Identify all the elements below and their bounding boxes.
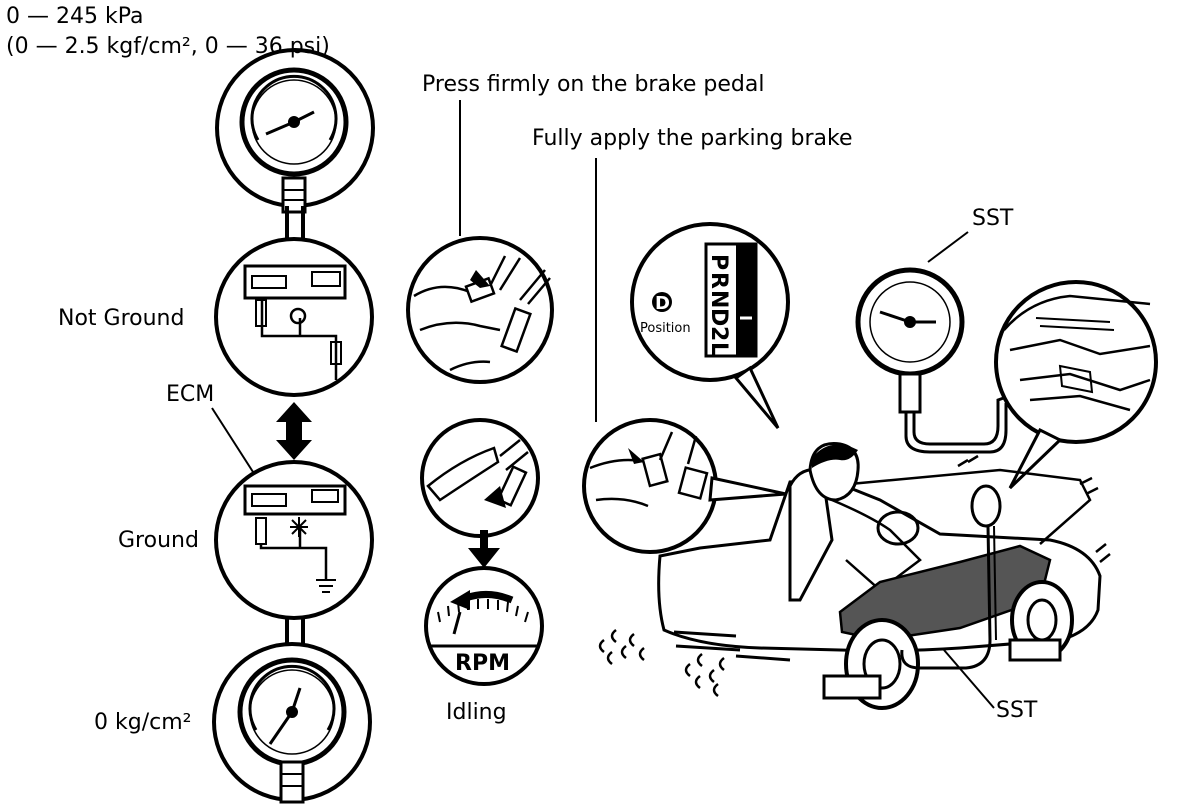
sst-gauge (855, 231, 1031, 454)
tachometer-circle (424, 566, 544, 686)
sst-bottom-pointer (943, 649, 995, 709)
exhaust-puffs (598, 454, 1111, 697)
shift-letter-2: 2 (706, 326, 731, 341)
not-ground-circle (214, 237, 374, 397)
zero-reading-label: 0 kg/cm² (94, 710, 192, 735)
shift-letter-D: D (706, 308, 731, 326)
rpm-label: RPM (455, 651, 510, 676)
accelerator-idle-circle (420, 418, 540, 538)
ecm-double-arrow (276, 402, 312, 460)
shift-letter-P: P (706, 254, 731, 270)
position-label: Position (640, 321, 691, 336)
parking-brake-instruction: Fully apply the parking brake (532, 126, 853, 151)
top-pressure-gauge (215, 48, 375, 214)
not-ground-label: Not Ground (58, 306, 185, 331)
d-position-letter: D (655, 293, 670, 314)
brake-pedal-instruction: Press firmly on the brake pedal (422, 72, 765, 97)
vehicle-illustration (657, 442, 1102, 710)
parking-brake-bubble (582, 418, 787, 554)
brake-pedal-circle (406, 236, 554, 384)
idling-label: Idling (446, 700, 507, 725)
shift-position-bubble (630, 222, 790, 429)
engine-bubble (994, 280, 1158, 490)
shift-letter-L: L (706, 342, 731, 356)
sst-label-bottom: SST (996, 698, 1038, 723)
shift-letter-R: R (706, 272, 731, 289)
ecm-label: ECM (166, 382, 215, 407)
zero-pressure-gauge (212, 642, 372, 804)
ground-label: Ground (118, 528, 199, 553)
sst-label-top: SST (972, 206, 1014, 231)
pressure-range-units: (0 — 2.5 kgf/cm², 0 — 36 psi) (6, 34, 330, 59)
ground-circle (214, 460, 374, 620)
pressure-range-kpa: 0 — 245 kPa (6, 4, 144, 29)
shift-letter-N: N (706, 290, 731, 308)
down-arrow (468, 530, 500, 568)
